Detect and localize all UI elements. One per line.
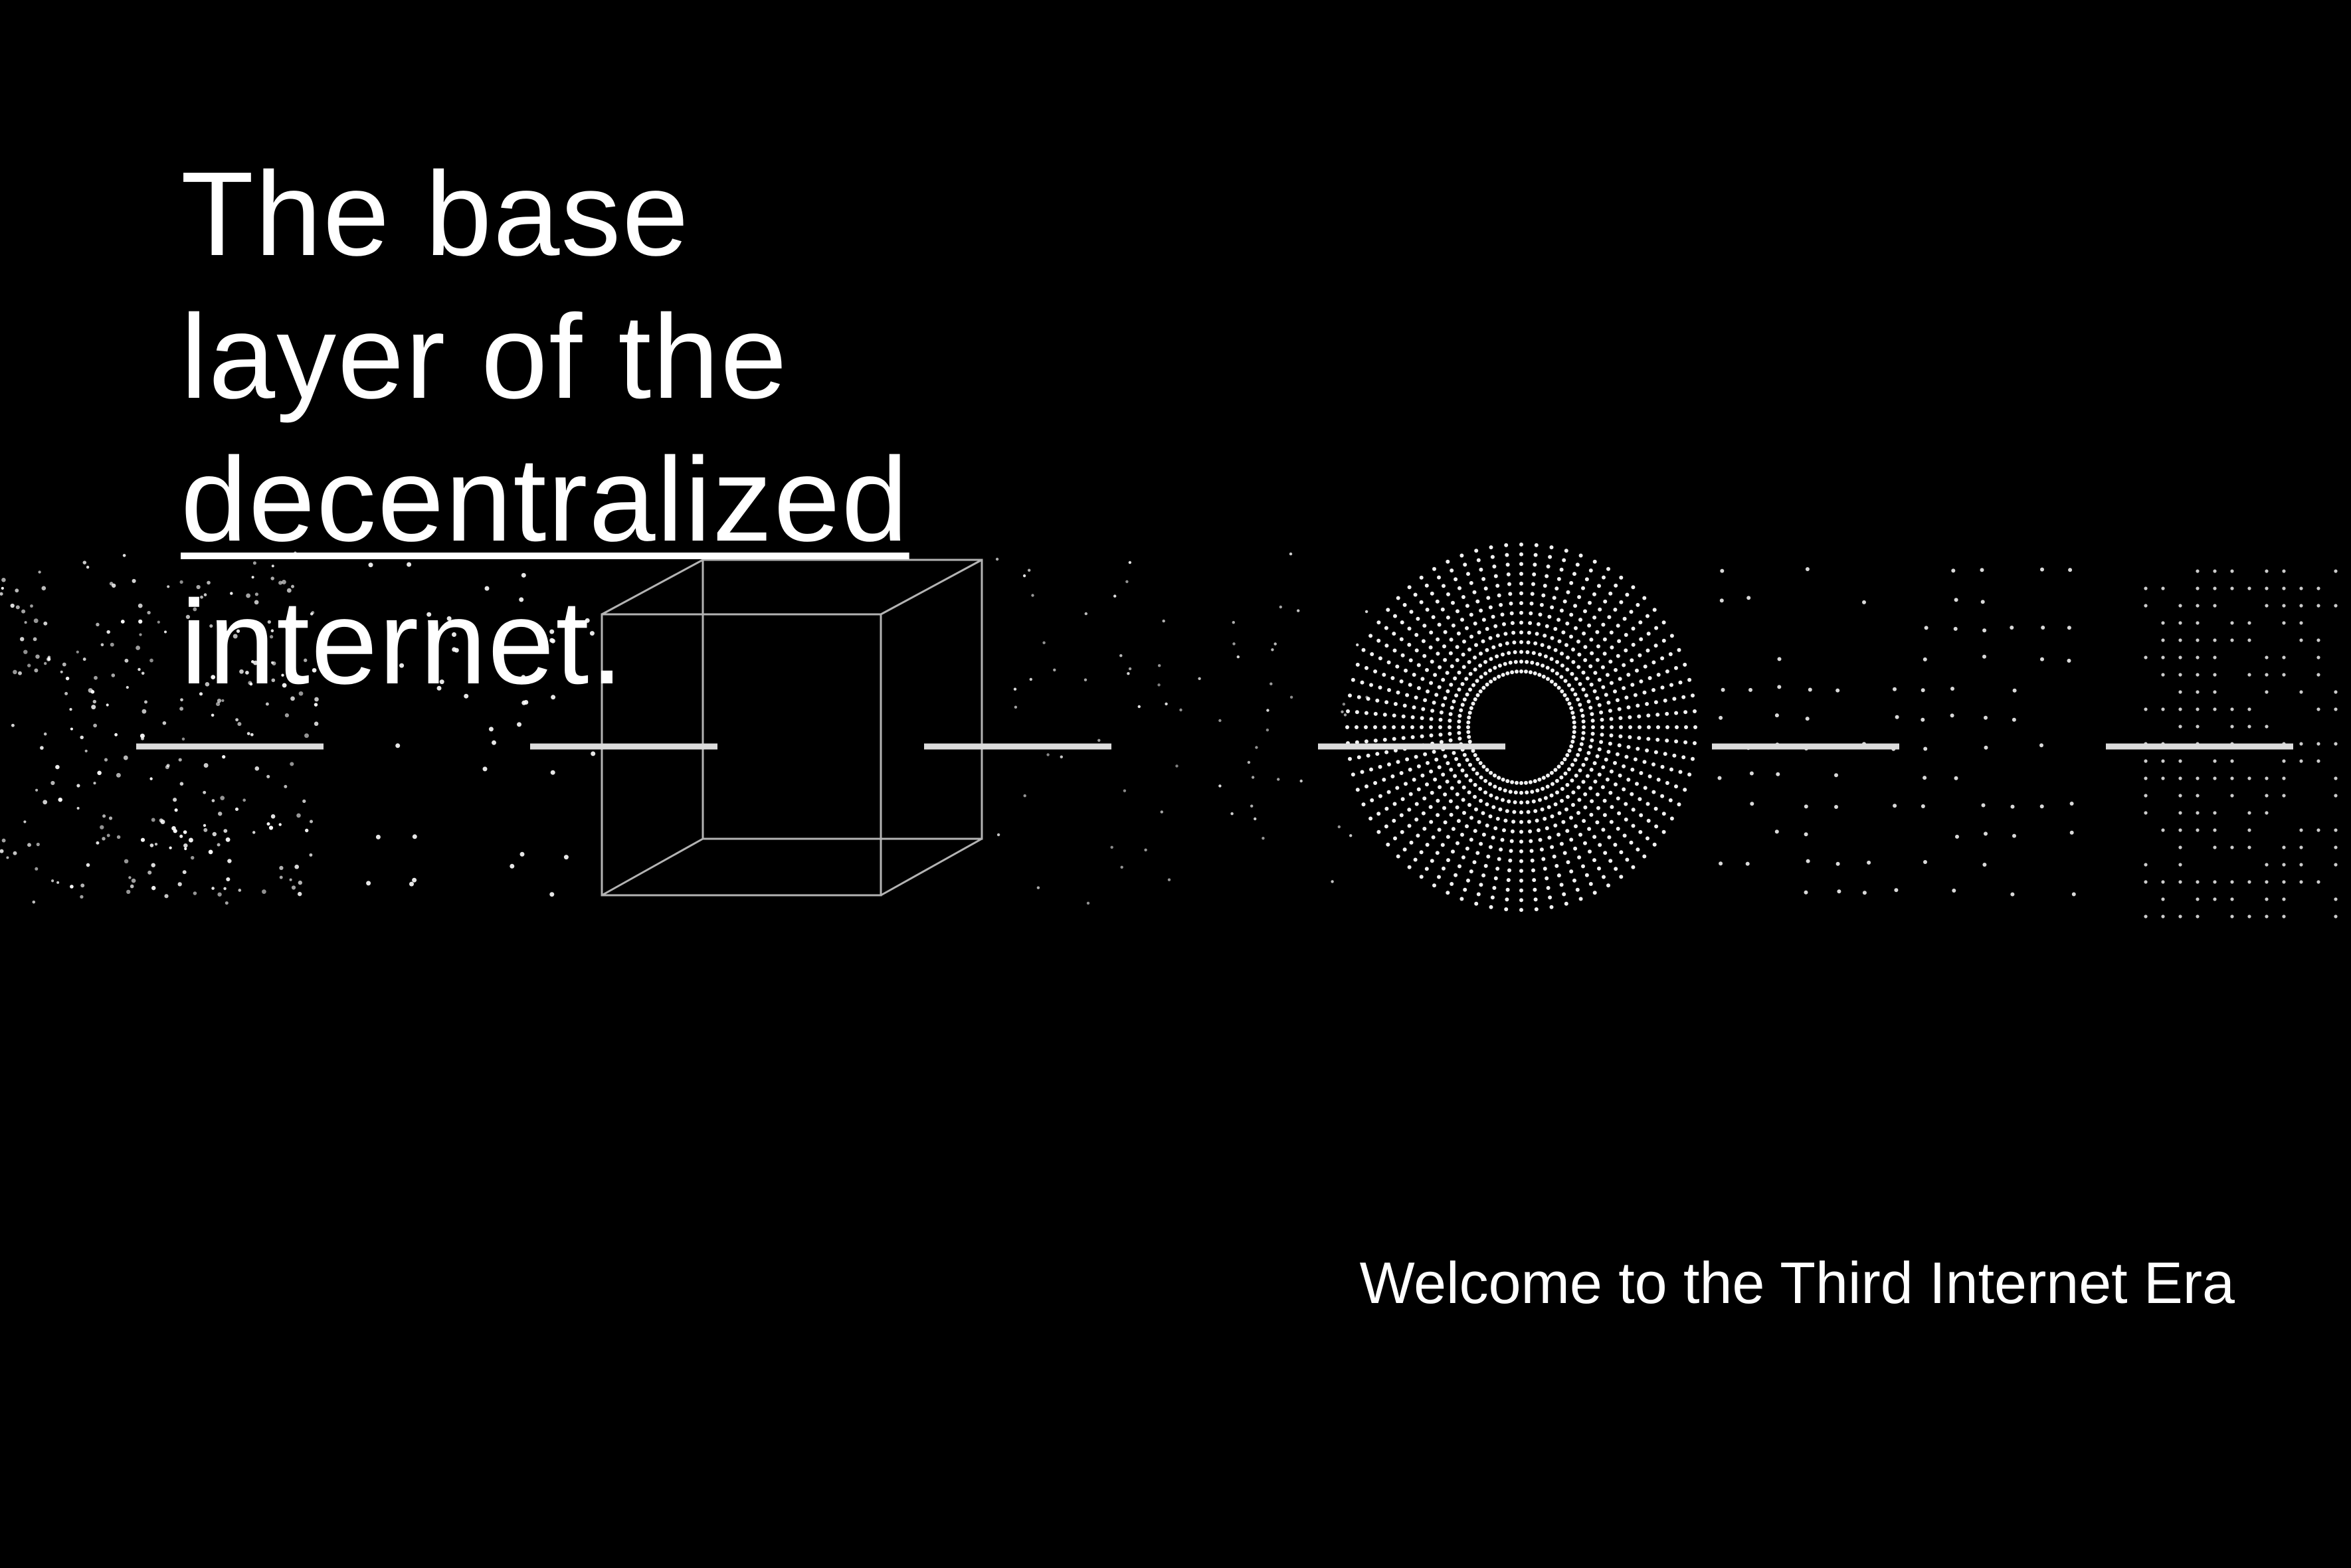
dot-field-icon xyxy=(0,551,2338,918)
wireframe-cube-icon xyxy=(601,559,983,897)
headline-line-1: The base xyxy=(181,147,690,281)
radial-burst-icon xyxy=(1345,542,1697,913)
headline-line-3-link[interactable]: decentralized xyxy=(181,433,909,566)
headline-line-4: internet. xyxy=(181,576,625,709)
tagline: Welcome to the Third Internet Era xyxy=(1359,1250,2235,1316)
hero-headline: The base layer of the decentralized inte… xyxy=(181,143,909,714)
headline-line-2: layer of the xyxy=(181,290,789,424)
